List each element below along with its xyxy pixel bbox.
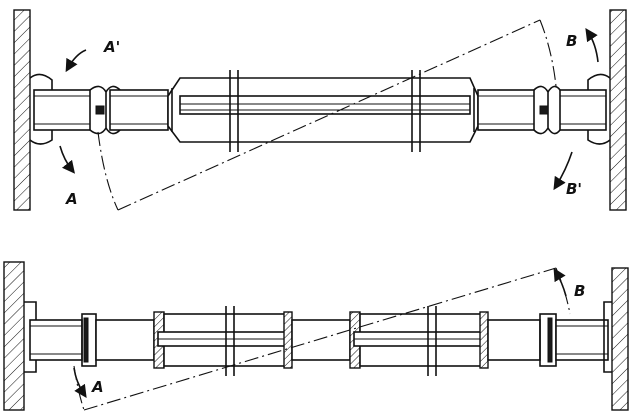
right-end-section	[559, 89, 607, 131]
bottom-swing-line	[83, 267, 557, 411]
central-tube	[167, 70, 479, 152]
top-view: A' A B B'	[13, 9, 627, 211]
left-second-section-bottom	[95, 319, 155, 361]
right-wall-bottom	[611, 267, 629, 411]
left-joint-bottom	[81, 313, 97, 367]
right-second-section	[477, 89, 535, 131]
arrow-b	[585, 28, 599, 63]
arrow-b-prime	[553, 151, 573, 191]
arrow-a-bottom	[73, 367, 87, 398]
label-a: A	[65, 190, 78, 208]
arrow-b-bottom	[553, 267, 567, 297]
left-hinge	[89, 85, 121, 135]
left-end-section-bottom	[29, 319, 83, 361]
middle-section-bottom	[291, 319, 351, 361]
top-swing-line	[117, 19, 541, 211]
left-end-section	[33, 89, 91, 131]
right-wall	[609, 9, 627, 211]
label-a-prime: A'	[103, 38, 120, 56]
right-second-section-bottom	[487, 319, 541, 361]
left-swing-arc	[97, 131, 119, 211]
left-collar-end	[283, 311, 293, 369]
right-swing-arc	[539, 19, 557, 87]
arrow-a-prime	[65, 49, 87, 73]
right-hinge	[533, 85, 561, 135]
label-b-prime: B'	[566, 180, 582, 198]
arrow-a	[59, 145, 75, 174]
label-a-bottom: A	[91, 378, 104, 396]
left-wall-bottom	[3, 261, 25, 411]
right-end-section-bottom	[555, 319, 609, 361]
left-wall	[13, 9, 31, 211]
label-b-bottom: B	[574, 282, 585, 300]
label-b: B	[566, 32, 577, 50]
right-joint-bottom	[539, 313, 557, 367]
right-collar-end	[479, 311, 489, 369]
bottom-view: A B	[3, 261, 629, 411]
